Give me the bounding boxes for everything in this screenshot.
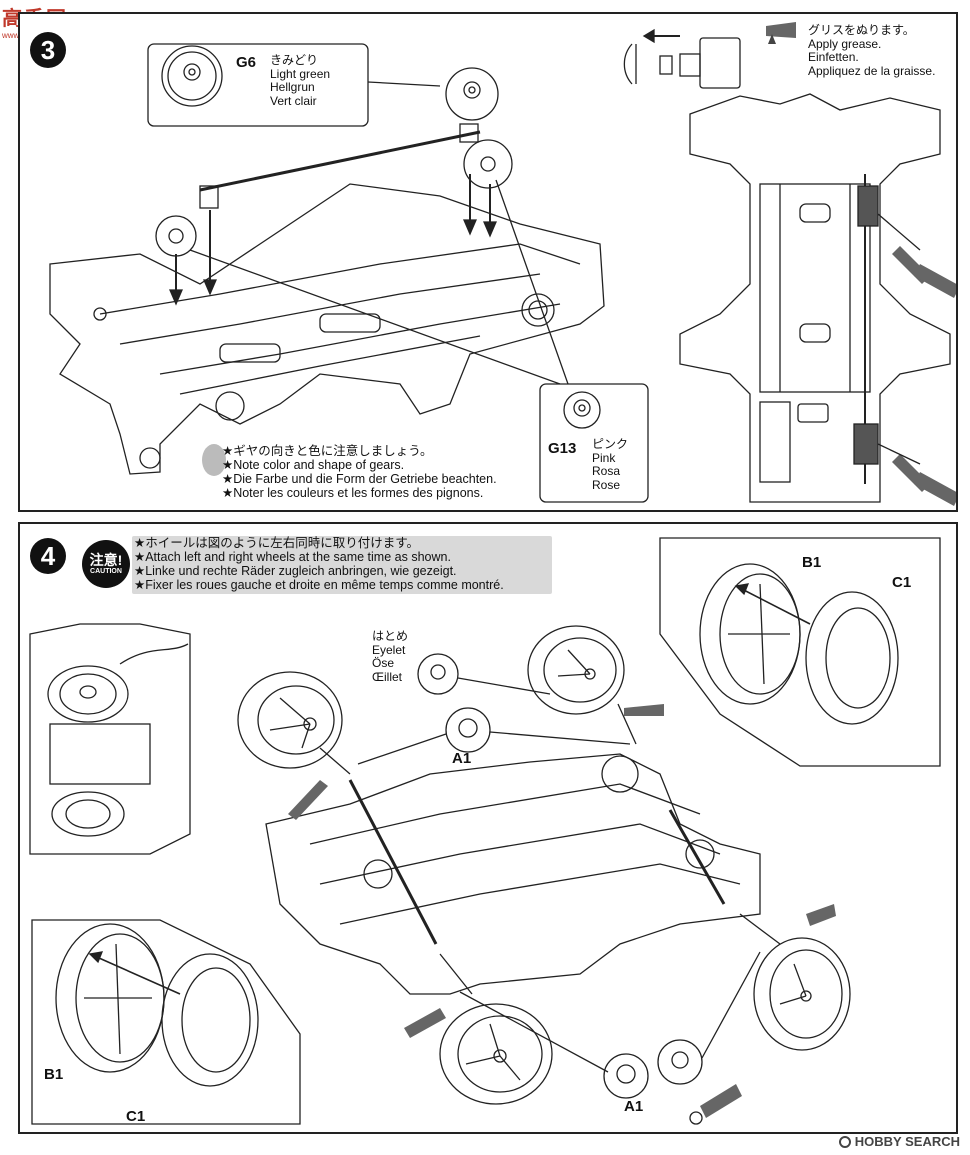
step-3-note-de: ★Die Farbe und die Form der Getriebe bea… — [222, 472, 497, 486]
g6-de: Hellgrun — [270, 80, 315, 94]
step-4-note-fr: ★Fixer les roues gauche et droite en mêm… — [134, 578, 504, 592]
eyelet-label: はとめ Eyelet Öse Œillet — [372, 629, 409, 684]
g6-fr: Vert clair — [270, 93, 317, 108]
step-4-illustration — [29, 537, 941, 1125]
g13-part-id: G13 — [548, 440, 577, 457]
gear-g13-icon — [563, 391, 601, 429]
step-3-notes: ★ギヤの向きと色に注意しましょう。 ★Note color and shape … — [222, 444, 497, 500]
part-b1-label-bottom: B1 — [44, 1066, 64, 1083]
g6-color-text: きみどり Light green Hellgrun Vert clair — [270, 53, 331, 108]
watermark-brand: HOBBY SEARCH — [854, 1134, 960, 1149]
g6-part-id: G6 — [236, 54, 257, 71]
grease-fr: Appliquez de la graisse. — [808, 63, 936, 78]
part-a1-label-bottom: A1 — [624, 1098, 644, 1115]
eyelet-fr: Œillet — [372, 669, 403, 684]
part-b1-label-top: B1 — [802, 554, 822, 571]
g13-fr: Rose — [592, 477, 621, 492]
caution-en: CAUTION — [90, 567, 122, 575]
caution-badge: 注意! CAUTION — [82, 540, 130, 588]
g6-en: Light green — [270, 66, 331, 81]
step-3-note-fr: ★Noter les couleurs et les formes des pi… — [222, 486, 484, 500]
part-a1-label-top: A1 — [452, 750, 472, 767]
g6-label-group: G6 — [236, 54, 257, 71]
part-c1-label-top: C1 — [892, 574, 912, 591]
g13-jp: ピンク — [592, 437, 629, 451]
hobby-search-logo-icon — [839, 1136, 852, 1148]
step-3-illustration — [49, 22, 956, 506]
gear-g6-icon — [161, 45, 223, 107]
step-4-panel: 4 注意! CAUTION ★ホイールは図のように左右同時に取り付けます。 ★A… — [18, 522, 958, 1134]
g13-de: Rosa — [592, 464, 621, 478]
step-3-note-jp: ★ギヤの向きと色に注意しましょう。 — [222, 444, 433, 458]
grease-en: Apply grease. — [808, 36, 882, 51]
step-4-note-jp: ★ホイールは図のように左右同時に取り付けます。 — [134, 536, 419, 550]
eyelet-en: Eyelet — [372, 642, 406, 657]
step-3-panel: 3 — [18, 12, 958, 512]
step-4-notes-bg — [132, 536, 552, 594]
step-3-badge: 3 — [30, 32, 66, 68]
g6-jp: きみどり — [270, 53, 319, 67]
eyelet-de: Öse — [372, 656, 395, 670]
g13-color-text: ピンク Pink Rosa Rose — [592, 437, 629, 492]
step-4-notes: ★ホイールは図のように左右同時に取り付けます。 ★Attach left and… — [134, 536, 504, 592]
g13-en: Pink — [592, 450, 616, 465]
grease-text: グリスをぬります。 Apply grease. Einfetten. Appli… — [808, 23, 936, 78]
caution-jp: 注意! — [89, 551, 123, 568]
part-c1-label-bottom: C1 — [126, 1108, 146, 1125]
step-3-note-en: ★Note color and shape of gears. — [222, 458, 405, 472]
step-4-note-de: ★Linke und rechte Räder zugleich anbring… — [134, 564, 457, 578]
grease-de: Einfetten. — [808, 50, 859, 64]
step-4-note-en: ★Attach left and right wheels at the sam… — [134, 550, 451, 564]
g13-label-group: G13 — [548, 440, 577, 457]
grease-jp: グリスをぬります。 — [808, 23, 915, 37]
watermark-bottom: HOBBY SEARCH — [839, 1134, 960, 1149]
step-4-badge: 4 — [30, 538, 66, 574]
eyelet-jp: はとめ — [372, 629, 409, 643]
